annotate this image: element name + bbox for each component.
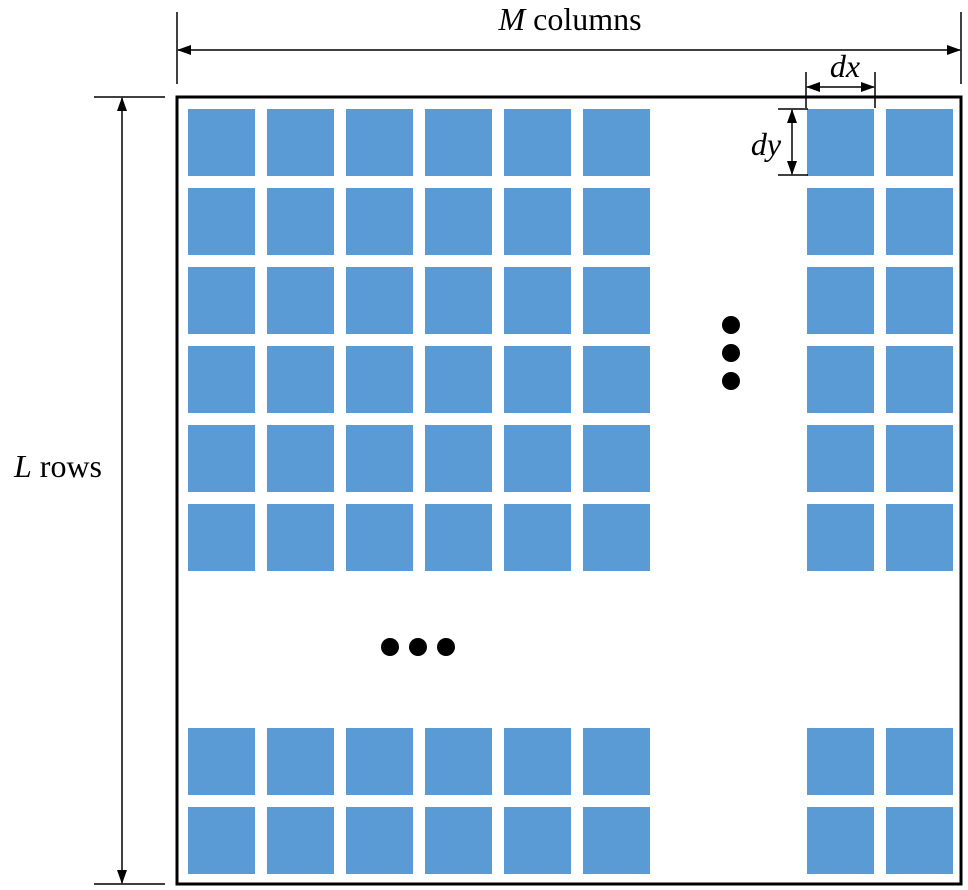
array-element (504, 504, 571, 571)
array-element (583, 267, 650, 334)
array-element (346, 346, 413, 413)
array-element (886, 807, 953, 874)
array-element (583, 109, 650, 176)
array-element (807, 807, 874, 874)
array-element (886, 188, 953, 255)
array-element (267, 109, 334, 176)
ellipsis-dot (381, 638, 399, 656)
array-element (425, 267, 492, 334)
array-element (886, 346, 953, 413)
array-element (425, 109, 492, 176)
array-element (886, 425, 953, 492)
array-element (188, 807, 255, 874)
array-element (807, 188, 874, 255)
array-element (807, 728, 874, 795)
array-element (504, 109, 571, 176)
array-element (188, 109, 255, 176)
array-element (425, 346, 492, 413)
array-element (504, 425, 571, 492)
ellipsis-dot (722, 316, 740, 334)
array-element (504, 728, 571, 795)
rows-variable: L (13, 448, 32, 484)
array-element (504, 188, 571, 255)
array-element (807, 346, 874, 413)
array-element (267, 425, 334, 492)
array-element (188, 188, 255, 255)
array-element (504, 807, 571, 874)
array-element (267, 188, 334, 255)
dx-label: dx (830, 48, 860, 84)
horizontal-ellipsis (381, 638, 455, 656)
array-element (504, 267, 571, 334)
array-element (425, 425, 492, 492)
array-element (425, 504, 492, 571)
array-element (188, 267, 255, 334)
array-element (886, 728, 953, 795)
array-element (425, 728, 492, 795)
array-element (807, 504, 874, 571)
ellipsis-dot (437, 638, 455, 656)
array-element (267, 807, 334, 874)
ellipsis-dot (722, 344, 740, 362)
array-element (583, 807, 650, 874)
rows-label: L rows (13, 448, 102, 484)
element-grid (188, 109, 953, 874)
array-element (583, 728, 650, 795)
array-element (188, 728, 255, 795)
columns-variable: M (497, 1, 527, 37)
array-element (583, 346, 650, 413)
array-element (807, 109, 874, 176)
array-element (346, 188, 413, 255)
dy-label: dy (751, 126, 782, 162)
array-element (425, 188, 492, 255)
array-element (267, 504, 334, 571)
array-element (807, 267, 874, 334)
array-element (188, 504, 255, 571)
ellipsis-dot (722, 372, 740, 390)
array-element (267, 728, 334, 795)
array-element (346, 807, 413, 874)
array-element (886, 109, 953, 176)
array-element (583, 188, 650, 255)
columns-label: M columns (497, 1, 641, 37)
array-element (346, 728, 413, 795)
array-element (504, 346, 571, 413)
array-element (346, 109, 413, 176)
array-element (583, 504, 650, 571)
array-element (425, 807, 492, 874)
array-element (886, 504, 953, 571)
array-element (346, 425, 413, 492)
array-element (267, 267, 334, 334)
array-element (346, 504, 413, 571)
array-frame (175, 95, 963, 886)
array-element (807, 425, 874, 492)
ellipsis-dot (409, 638, 427, 656)
array-element (188, 425, 255, 492)
array-element (346, 267, 413, 334)
rows-word: rows (32, 448, 102, 484)
array-element (267, 346, 334, 413)
columns-word: columns (525, 1, 641, 37)
array-element (886, 267, 953, 334)
vertical-ellipsis (722, 316, 740, 390)
array-element (583, 425, 650, 492)
array-element (188, 346, 255, 413)
rows-label-backdrop (0, 446, 118, 490)
